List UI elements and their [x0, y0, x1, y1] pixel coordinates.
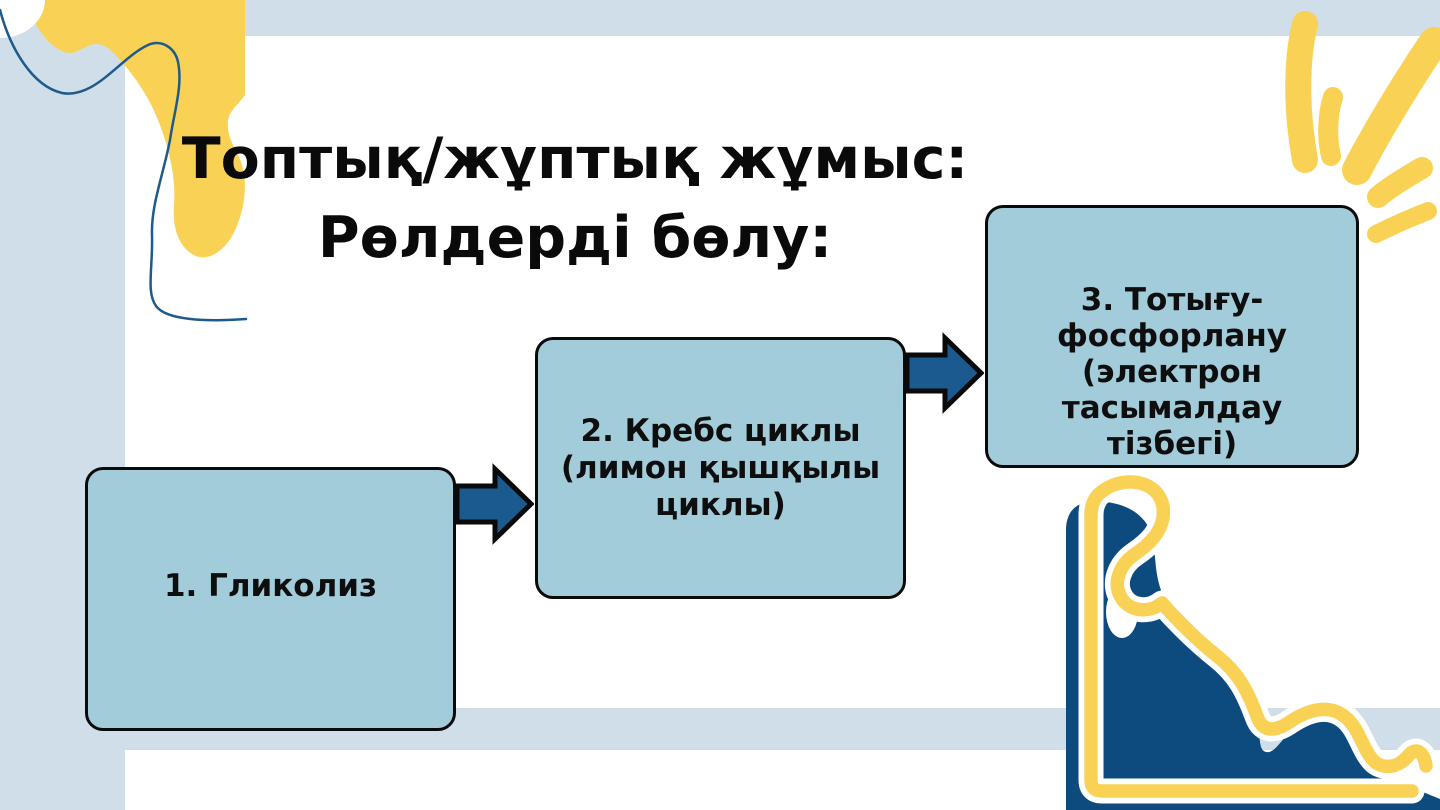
flow-box-text: фосфорлану	[1057, 318, 1287, 354]
flow-box-text: (лимон қышқылы	[560, 449, 881, 486]
flow-box-krebs-cycle: 2. Кребс циклы (лимон қышқылы циклы)	[535, 337, 906, 599]
navy-wave-shape	[1066, 501, 1440, 810]
ray-icon	[1342, 27, 1440, 185]
slide-title-line2: Рөлдерді бөлу:	[317, 204, 833, 271]
flow-box-glycolysis: 1. Гликолиз	[85, 467, 456, 731]
slide-title: Топтық/жұптық жұмыс: Рөлдерді бөлу:	[125, 120, 1025, 277]
flow-box-text: (электрон	[1081, 354, 1263, 390]
arrow-right-icon	[904, 332, 984, 414]
flow-box-text: тасымалдау	[1061, 390, 1283, 426]
white-pocket-shape	[1106, 586, 1138, 638]
ray-icon	[1285, 11, 1318, 173]
flow-box-text: циклы)	[655, 486, 786, 523]
background-band-top	[0, 0, 1440, 36]
ray-icon	[1367, 202, 1437, 243]
flow-box-text: 3. Тотығу-	[1080, 282, 1264, 318]
bottom-right-wave-decoration	[1066, 469, 1440, 810]
ray-icon	[1367, 157, 1433, 208]
flow-box-text: тізбегі)	[1106, 426, 1238, 462]
flow-box-text: 2. Кребс циклы	[580, 412, 861, 449]
ray-icon	[1318, 87, 1343, 166]
slide-title-line1: Топтық/жұптық жұмыс:	[181, 126, 969, 192]
flow-box-text: 1. Гликолиз	[163, 567, 378, 604]
arrow-right-icon	[454, 463, 534, 545]
flow-box-oxidative-phosphorylation: 3. Тотығу- фосфорлану (электрон тасымалд…	[985, 205, 1359, 468]
